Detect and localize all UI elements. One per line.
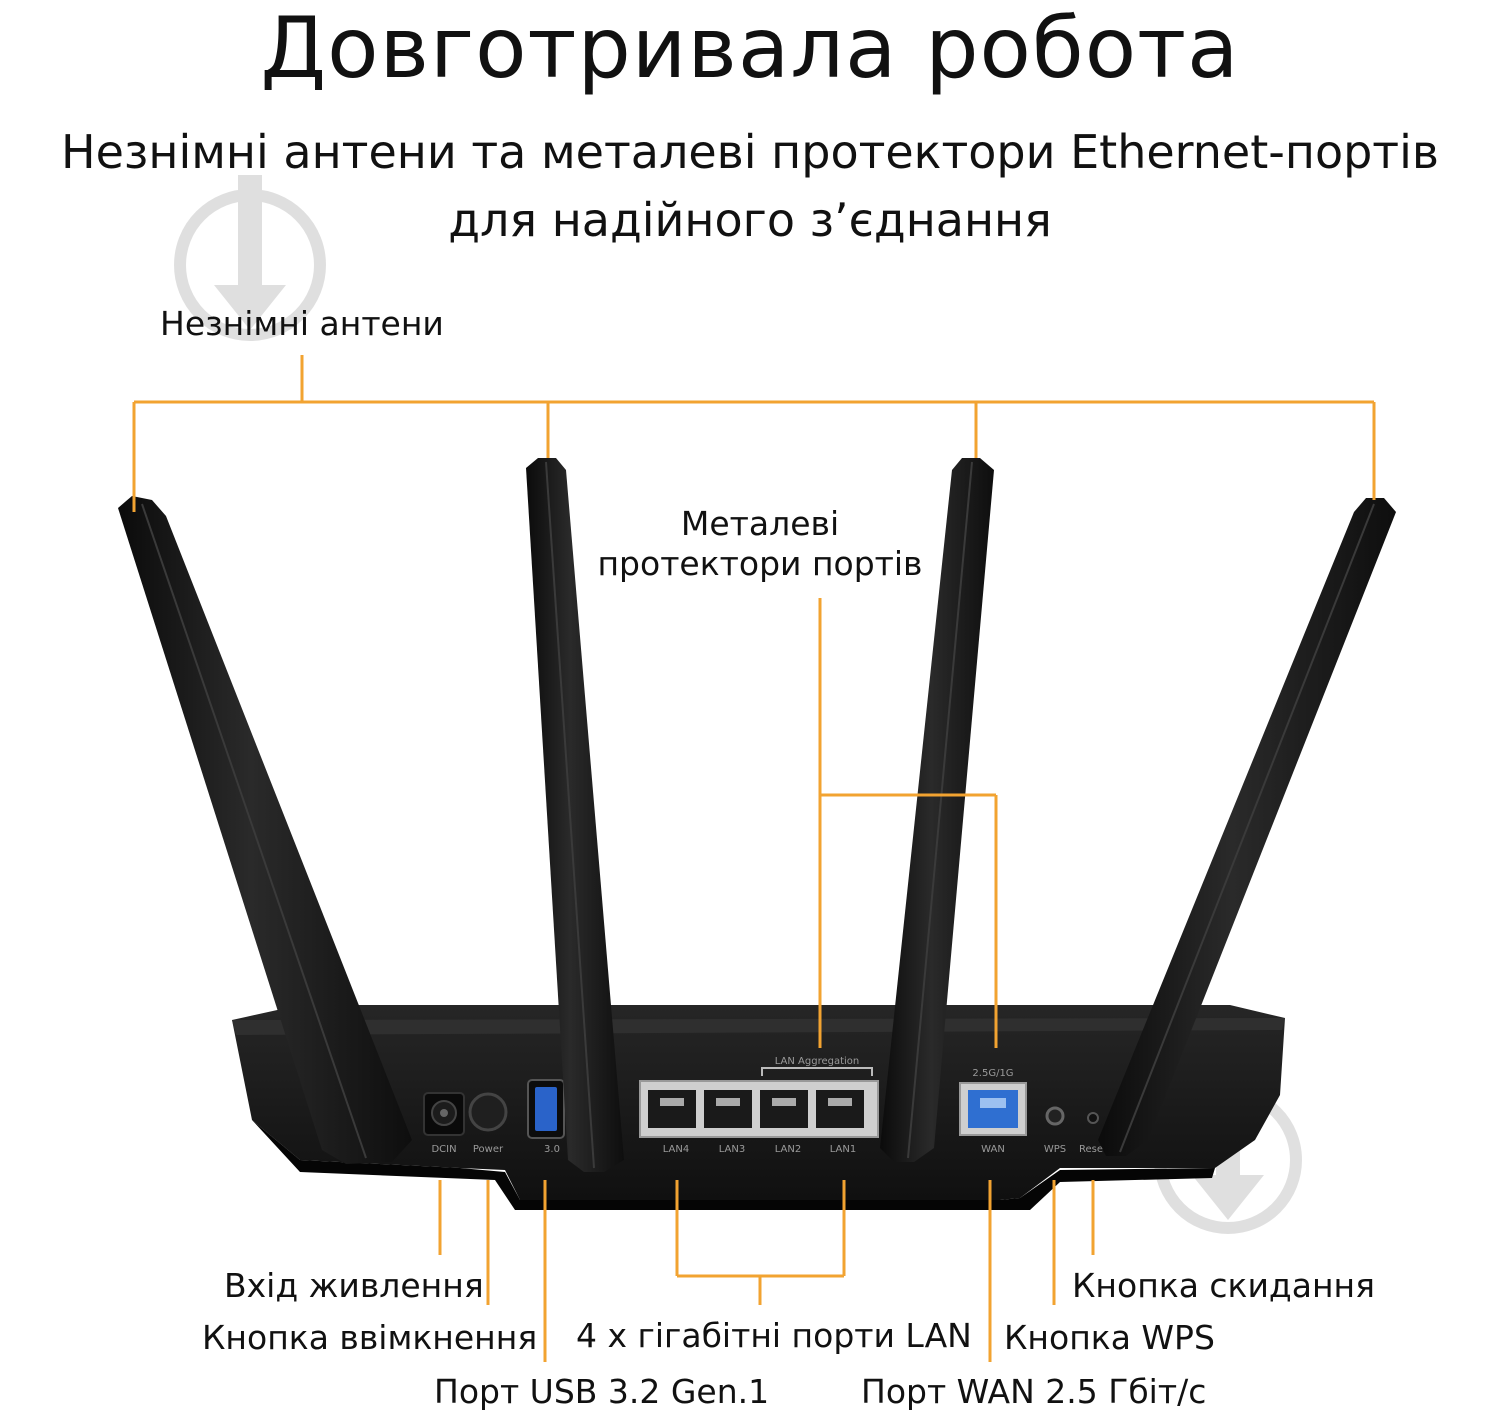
router-label-wan-speed: 2.5G/1G [972,1068,1013,1079]
router-label-wan: WAN [981,1144,1005,1155]
callout-usb-port: Порт USB 3.2 Gen.1 [434,1372,770,1411]
callout-wan-port: Порт WAN 2.5 Гбіт/с [861,1372,1207,1411]
router-label-lan1: LAN1 [830,1144,856,1155]
antenna-3 [880,458,994,1162]
callout-lines [132,355,1376,1362]
antenna-4 [1098,498,1396,1156]
router-label-power: Power [473,1144,504,1155]
callout-dc-in: Вхід живлення [224,1266,484,1305]
router-label-reset: Reset [1079,1144,1107,1155]
callout-lan-ports: 4 x гігабітні порти LAN [576,1316,972,1355]
page-title: Довготривала робота [260,0,1240,97]
router-label-lan2: LAN2 [775,1144,801,1155]
router-label-usb: 3.0 [544,1144,560,1155]
subtitle-line-2: для надійного з’єднання [448,193,1052,247]
lan-port-block [639,1067,879,1138]
wan-port [959,1082,1027,1136]
router-label-dcin: DCIN [431,1144,456,1155]
dc-in-port [423,1092,465,1136]
callout-port-protectors: Металеві протектори портів [595,504,925,584]
callout-port-protectors-line2: протектори портів [597,544,923,583]
router-label-lan4: LAN4 [663,1144,689,1155]
callout-power-button: Кнопка ввімкнення [202,1318,538,1357]
router-label-wps: WPS [1044,1144,1066,1155]
download-arrow-icon [174,175,326,341]
power-button [468,1092,508,1132]
subtitle-line-1: Незнімні антени та металеві протектори E… [61,125,1439,179]
router-label-lan-aggregation: LAN Aggregation [775,1056,860,1067]
wps-button [1045,1106,1065,1126]
usb-port [527,1079,565,1139]
callout-wps-button: Кнопка WPS [1004,1318,1215,1357]
reset-button [1087,1112,1099,1124]
router-label-lan3: LAN3 [719,1144,745,1155]
antenna-2 [526,458,624,1172]
callout-antennas: Незнімні антени [160,304,444,343]
antenna-1 [118,496,412,1164]
page-subtitle: Незнімні антени та металеві протектори E… [0,118,1500,254]
callout-reset-button: Кнопка скидання [1072,1266,1375,1305]
callout-port-protectors-line1: Металеві [680,504,840,543]
